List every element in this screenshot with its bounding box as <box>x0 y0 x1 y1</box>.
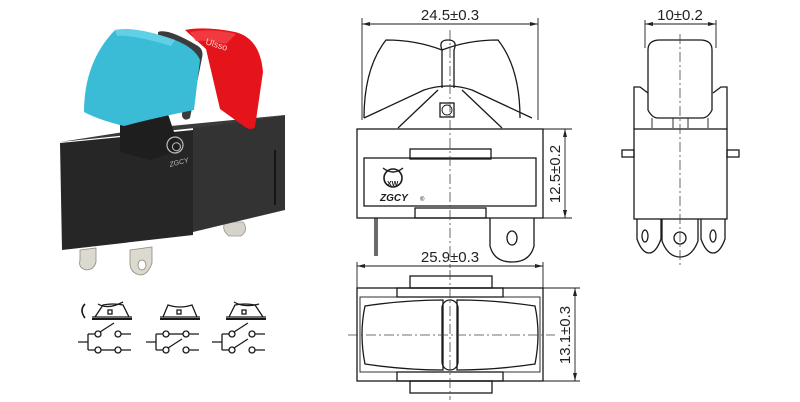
bottom-view: 25.9±0.3 13.1±0.3 <box>340 250 600 402</box>
front-terminal-1 <box>79 247 97 271</box>
circuit-symbol-2 <box>146 330 199 354</box>
housing-side <box>193 115 285 232</box>
blue-rocker <box>84 29 200 126</box>
dim-bottom-width: 25.9±0.3 <box>421 250 479 266</box>
position-icon-1 <box>81 301 132 320</box>
dim-bottom-height: 13.1±0.3 <box>557 306 574 364</box>
circuit-symbol-1 <box>78 322 131 354</box>
logo-text: XW <box>387 181 399 188</box>
svg-text:®: ® <box>420 196 425 203</box>
dim-width-top: 24.5±0.3 <box>421 7 479 24</box>
front-view: 24.5±0.3 XW ZGCY ® <box>350 0 600 270</box>
housing-front <box>60 130 193 250</box>
side-view: 10±0.2 <box>600 0 800 270</box>
dim-side-width: 10±0.2 <box>657 7 703 24</box>
switch-positions <box>70 292 290 372</box>
position-icon-2 <box>160 304 200 320</box>
product-render: Ulsso ZGCY <box>0 0 300 280</box>
circuit-symbol-3 <box>212 322 265 354</box>
red-rocker <box>185 28 263 129</box>
rear-terminal <box>223 221 246 237</box>
front-brand: ZGCY <box>379 193 409 204</box>
dim-height: 12.5±0.2 <box>547 145 564 203</box>
position-icon-3 <box>226 301 266 320</box>
front-logo: XW ZGCY ® <box>379 167 425 204</box>
